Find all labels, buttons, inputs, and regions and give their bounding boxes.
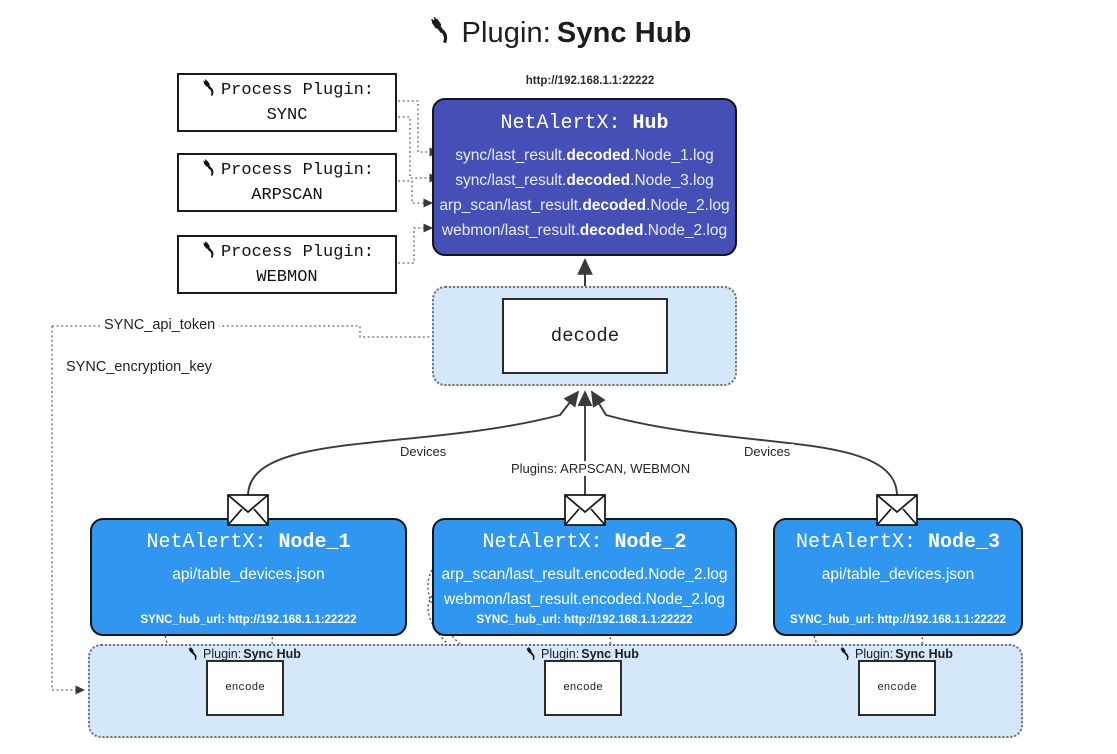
page-title-prefix: Plugin: (461, 16, 551, 49)
encoder-plugin-label-3: Plugin: Sync Hub (838, 645, 953, 663)
plug-icon (426, 15, 456, 53)
node-title: NetAlertX: Node_1 (92, 531, 405, 554)
node-title: NetAlertX: Node_3 (775, 531, 1021, 554)
node-line: api/table_devices.json (821, 566, 975, 583)
log-pre: webmon/last_result. (441, 222, 580, 239)
hub-title: NetAlertX: Hub (434, 112, 735, 135)
process-plugin-name: WEBMON (256, 268, 318, 287)
decode-box[interactable]: decode (502, 298, 668, 374)
plug-icon (524, 646, 539, 664)
process-plugin-header: Process Plugin: (220, 80, 375, 100)
node-footer: SYNC_hub_url: http://192.168.1.1:22222 (476, 614, 693, 626)
node-title: NetAlertX: Node_2 (434, 531, 735, 554)
hub-log-row: arp_scan/last_result.decoded.Node_2.log (434, 193, 735, 218)
log-pre: sync/last_result. (455, 147, 567, 164)
log-pre: arp_scan/last_result. (439, 197, 583, 214)
secret-label-api-token: SYNC_api_token (100, 317, 220, 333)
encoder-plugin-prefix: Plugin: (541, 647, 580, 661)
node-title-prefix: NetAlertX: (482, 531, 615, 554)
encoder-plugin-name: Sync Hub (243, 647, 301, 661)
process-plugin-name: ARPSCAN (251, 186, 323, 205)
hub-log-row: sync/last_result.decoded.Node_1.log (434, 143, 735, 168)
plug-icon (200, 240, 219, 268)
encoder-plugin-prefix: Plugin: (855, 647, 894, 661)
encoder-plugin-name: Sync Hub (581, 647, 639, 661)
plug-icon (200, 78, 219, 106)
node-line: arp_scan/last_result.encoded.Node_2.log (441, 566, 728, 583)
encode-box-3[interactable]: encode (858, 660, 936, 716)
node-body: arp_scan/last_result.encoded.Node_2.log … (434, 562, 735, 612)
plug-icon (200, 158, 219, 186)
hub-log-list: sync/last_result.decoded.Node_1.log sync… (434, 143, 735, 243)
plug-icon (186, 646, 201, 664)
node-title-name: Node_3 (928, 531, 1001, 554)
node-footer: SYNC_hub_url: http://192.168.1.1:22222 (140, 614, 357, 626)
plug-icon (838, 646, 853, 664)
edge-label-plugins: Plugins: ARPSCAN, WEBMON (507, 461, 695, 476)
node-title-name: Node_2 (614, 531, 687, 554)
encoder-plugin-label-1: Plugin: Sync Hub (186, 645, 301, 663)
log-pre: sync/last_result. (455, 172, 567, 189)
log-post: .Node_1.log (630, 147, 714, 164)
node-body: api/table_devices.json (775, 562, 1021, 587)
encode-box-2[interactable]: encode (544, 660, 622, 716)
page-title: Plugin: Sync Hub (0, 14, 1117, 52)
node-title-name: Node_1 (278, 531, 351, 554)
log-em: decoded (579, 222, 644, 239)
encoder-plugin-prefix: Plugin: (203, 647, 242, 661)
log-post: .Node_2.log (646, 197, 730, 214)
node-body: api/table_devices.json (92, 562, 405, 587)
envelope-icon (564, 494, 606, 526)
edge-label-devices-left: Devices (396, 444, 451, 459)
node-line: webmon/last_result.encoded.Node_2.log (444, 591, 725, 608)
secret-label-encryption-key: SYNC_encryption_key (62, 359, 216, 375)
log-post: .Node_3.log (630, 172, 714, 189)
node-title-prefix: NetAlertX: (146, 531, 279, 554)
hub-log-row: webmon/last_result.decoded.Node_2.log (434, 218, 735, 243)
process-plugin-header: Process Plugin: (220, 160, 375, 180)
node-footer: SYNC_hub_url: http://192.168.1.1:22222 (789, 614, 1007, 626)
hub-node[interactable]: NetAlertX: Hub sync/last_result.decoded.… (432, 98, 737, 256)
hub-url-label: http://192.168.1.1:22222 (525, 75, 655, 87)
hub-title-name: Hub (632, 112, 669, 135)
encode-box-1[interactable]: encode (206, 660, 284, 716)
hub-title-prefix: NetAlertX: (500, 112, 633, 135)
log-em: decoded (566, 172, 631, 189)
log-post: .Node_2.log (643, 222, 728, 239)
process-plugin-sync[interactable]: Process Plugin: SYNC (177, 73, 397, 132)
process-plugin-webmon[interactable]: Process Plugin: WEBMON (177, 235, 397, 294)
log-em: decoded (582, 197, 647, 214)
node-line: api/table_devices.json (172, 566, 325, 583)
log-em: decoded (566, 147, 631, 164)
process-plugin-arpscan[interactable]: Process Plugin: ARPSCAN (177, 153, 397, 212)
envelope-icon (876, 494, 918, 526)
encoder-plugin-name: Sync Hub (895, 647, 953, 661)
node-2[interactable]: NetAlertX: Node_2 arp_scan/last_result.e… (432, 518, 737, 636)
encoder-plugin-label-2: Plugin: Sync Hub (524, 645, 639, 663)
edge-label-devices-right: Devices (740, 444, 795, 459)
process-plugin-header: Process Plugin: (220, 242, 375, 262)
envelope-icon (227, 494, 269, 526)
process-plugin-name: SYNC (266, 106, 308, 125)
node-1[interactable]: NetAlertX: Node_1 api/table_devices.json… (90, 518, 407, 636)
hub-log-row: sync/last_result.decoded.Node_3.log (434, 168, 735, 193)
node-title-prefix: NetAlertX: (795, 531, 928, 554)
page-title-name: Sync Hub (556, 16, 692, 49)
node-3[interactable]: NetAlertX: Node_3 api/table_devices.json… (773, 518, 1023, 636)
